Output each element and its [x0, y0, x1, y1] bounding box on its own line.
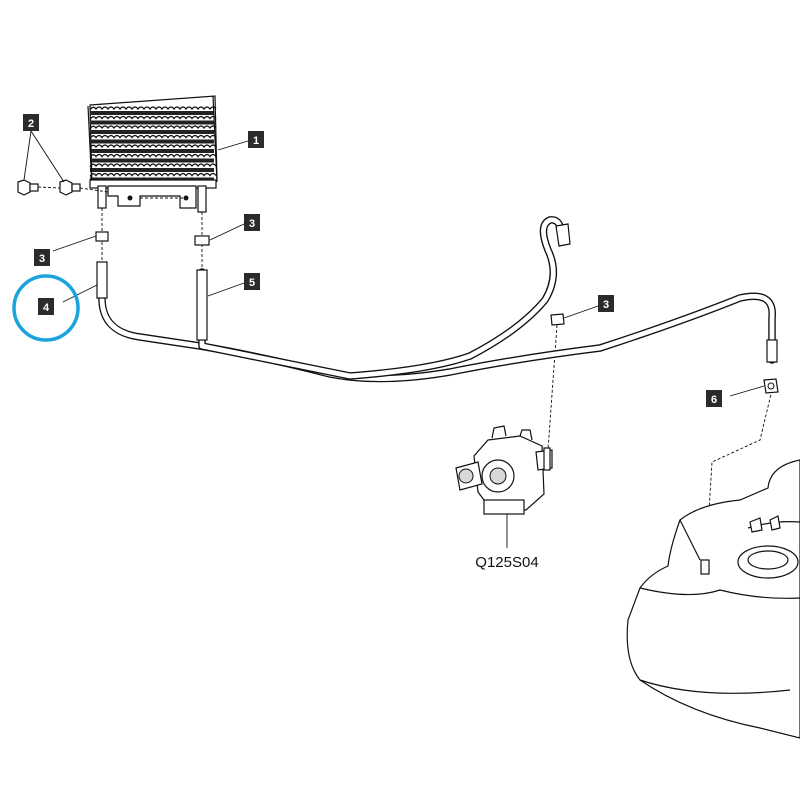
callout-1[interactable]: 1: [248, 131, 264, 148]
cooler-tube: [90, 130, 214, 134]
svg-text:3: 3: [249, 218, 255, 230]
cooler-tube: [90, 120, 214, 125]
callout-2[interactable]: 2: [23, 114, 39, 131]
bolt-right: [59, 179, 81, 196]
svg-text:1: 1: [253, 135, 259, 147]
clamp-left: [95, 231, 109, 242]
svg-text:5: 5: [249, 277, 255, 289]
clamp-right: [550, 313, 565, 326]
fuel-pump: [455, 425, 553, 515]
callout-4[interactable]: 4: [38, 298, 54, 315]
svg-text:6: 6: [711, 394, 717, 406]
pump-part-code: Q125S04: [475, 554, 538, 571]
hose-5-end: [196, 269, 208, 341]
clamp-middle: [194, 235, 210, 246]
cooler-tube: [90, 168, 214, 172]
cooler-fin: [89, 163, 217, 168]
callout-5[interactable]: 5: [244, 273, 260, 290]
bolt-left: [17, 179, 39, 196]
clip-part-6: [763, 378, 779, 394]
cooler-fin: [89, 153, 217, 158]
cooler-fin: [89, 172, 217, 177]
callout-3-right[interactable]: 3: [598, 295, 614, 312]
feed-line: [198, 216, 566, 380]
cooler-tube: [90, 111, 214, 115]
cooler-fin: [89, 115, 217, 120]
fuel-tank: [626, 459, 800, 739]
cooler-fin: [89, 125, 217, 130]
cooler-tube: [90, 149, 214, 153]
svg-text:3: 3: [603, 299, 609, 311]
hose-4-end: [96, 261, 108, 299]
cooler-fin: [89, 106, 217, 111]
cooler-tube: [90, 158, 214, 163]
cooler-fin: [89, 134, 217, 139]
svg-text:3: 3: [39, 253, 45, 265]
callout-3-left[interactable]: 3: [34, 249, 50, 266]
cooler-tube: [90, 139, 214, 144]
oil-cooler: [87, 95, 218, 213]
callout-3-middle[interactable]: 3: [244, 214, 260, 231]
highlight-circle: [12, 274, 80, 342]
svg-text:2: 2: [28, 118, 34, 130]
svg-text:4: 4: [43, 302, 50, 314]
cooler-fin: [89, 144, 217, 149]
callout-6[interactable]: 6: [706, 390, 722, 407]
